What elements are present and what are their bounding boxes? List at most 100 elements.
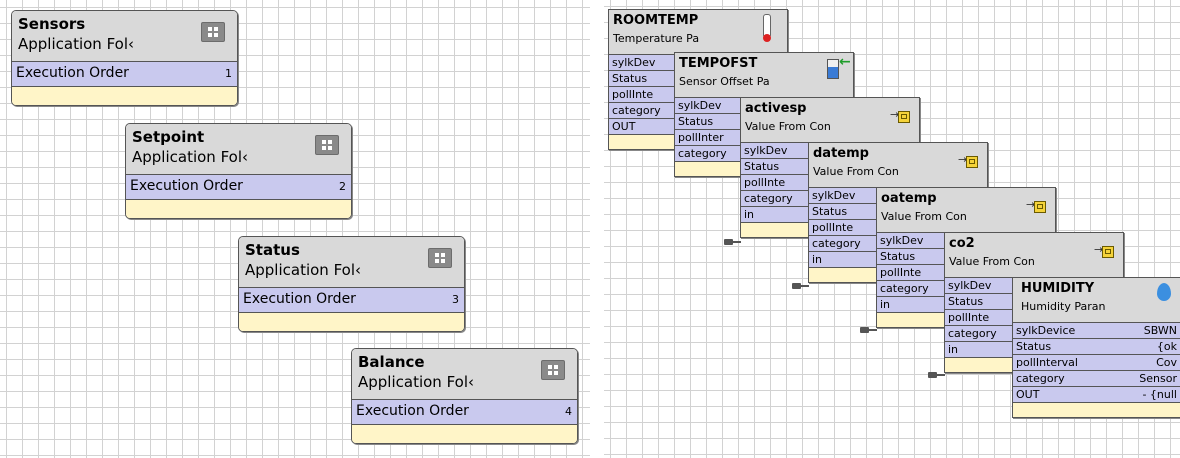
slot-label: Status — [744, 160, 780, 173]
execution-order-value: 3 — [452, 293, 459, 306]
block-title: datemp — [813, 146, 869, 161]
thermometer-icon — [763, 14, 771, 42]
block-title: activesp — [745, 101, 807, 116]
block-title: oatemp — [881, 191, 937, 206]
block-header[interactable]: HUMIDITY Humidity Paran — [1013, 278, 1180, 323]
input-pin[interactable] — [928, 372, 945, 378]
block-title: Status — [245, 241, 300, 259]
slot-label: pollInte — [744, 176, 786, 189]
output-slot-row[interactable]: OUT - {null — [1013, 387, 1180, 403]
wiresheet-canvas-left[interactable]: Sensors Application Fol‹ Execution Order… — [0, 0, 590, 458]
block-title: HUMIDITY — [1021, 281, 1095, 296]
slot-label: sylkDev — [880, 234, 924, 247]
execution-order-value: 1 — [225, 67, 232, 80]
block-title: Setpoint — [132, 128, 205, 146]
block-header[interactable]: oatemp Value From Con → — [877, 188, 1055, 233]
slot-value: Cov — [1156, 356, 1177, 369]
folder-block-balance[interactable]: Balance Application Fol‹ Execution Order… — [351, 348, 578, 444]
slot-label: in — [948, 343, 959, 356]
execution-order-value: 4 — [565, 405, 572, 418]
slot-label: category — [1016, 372, 1065, 385]
input-pin[interactable] — [860, 327, 877, 333]
slot-label: pollInte — [948, 311, 990, 324]
slot-label: OUT — [612, 120, 636, 133]
execution-order-row[interactable]: Execution Order 4 — [352, 400, 577, 425]
block-header[interactable]: ROOMTEMP Temperature Pa — [609, 10, 787, 55]
slot-label: OUT — [1016, 388, 1040, 401]
folder-icon — [428, 248, 452, 268]
block-footer — [1013, 403, 1180, 417]
folder-block-sensors[interactable]: Sensors Application Fol‹ Execution Order… — [11, 10, 238, 106]
slot-row[interactable]: pollInterval Cov — [1013, 355, 1180, 371]
execution-order-value: 2 — [339, 180, 346, 193]
slot-label: sylkDev — [812, 189, 856, 202]
execution-order-label: Execution Order — [356, 403, 469, 419]
slot-label: sylkDev — [612, 56, 656, 69]
value-from-constant-icon: → — [957, 151, 979, 171]
slot-label: Status — [678, 115, 714, 128]
block-header[interactable]: co2 Value From Con → — [945, 233, 1123, 278]
block-title: ROOMTEMP — [613, 13, 699, 28]
wiresheet-canvas-right[interactable]: ROOMTEMP Temperature Pa sylkDev Status p… — [604, 0, 1180, 458]
slot-label: Status — [812, 205, 848, 218]
slot-row[interactable]: sylkDevice SBWN — [1013, 323, 1180, 339]
block-type-label: Value From Con — [881, 210, 967, 223]
execution-order-row[interactable]: Execution Order 2 — [126, 175, 351, 200]
slot-label: Status — [948, 295, 984, 308]
slot-label: category — [948, 327, 997, 340]
slot-label: category — [812, 237, 861, 250]
water-drop-icon — [1157, 283, 1171, 301]
slot-label: sylkDev — [744, 144, 788, 157]
slot-label: in — [744, 208, 755, 221]
slot-label: category — [744, 192, 793, 205]
slot-label: pollInterval — [1016, 356, 1078, 369]
block-type-label: Application Fol‹ — [18, 35, 135, 53]
slot-label: pollInte — [812, 221, 854, 234]
block-type-label: Humidity Paran — [1021, 300, 1106, 313]
slot-value: Sensor — [1139, 372, 1177, 385]
slot-label: in — [880, 298, 891, 311]
block-header[interactable]: Setpoint Application Fol‹ — [126, 124, 351, 175]
execution-order-label: Execution Order — [16, 65, 129, 81]
slot-label: Status — [612, 72, 648, 85]
folder-block-setpoint[interactable]: Setpoint Application Fol‹ Execution Orde… — [125, 123, 352, 219]
folder-block-status[interactable]: Status Application Fol‹ Execution Order … — [238, 236, 465, 332]
value-from-constant-icon: → — [1093, 241, 1115, 261]
input-pin[interactable] — [792, 283, 809, 289]
slot-label: sylkDev — [678, 99, 722, 112]
block-footer — [352, 425, 577, 443]
block-header[interactable]: datemp Value From Con → — [809, 143, 987, 188]
block-title: Sensors — [18, 15, 86, 33]
slot-value: SBWN — [1143, 324, 1177, 337]
block-header[interactable]: Status Application Fol‹ — [239, 237, 464, 288]
block-header[interactable]: TEMPOFST Sensor Offset Pa — [675, 53, 853, 98]
execution-order-label: Execution Order — [130, 178, 243, 194]
slot-label: in — [812, 253, 823, 266]
slot-row[interactable]: category Sensor — [1013, 371, 1180, 387]
slot-label: sylkDevice — [1016, 324, 1076, 337]
value-from-constant-icon: → — [1025, 196, 1047, 216]
block-type-label: Value From Con — [745, 120, 831, 133]
slot-label: Status — [880, 250, 916, 263]
execution-order-row[interactable]: Execution Order 1 — [12, 62, 237, 87]
folder-icon — [315, 135, 339, 155]
block-type-label: Value From Con — [949, 255, 1035, 268]
input-pin[interactable] — [724, 239, 741, 245]
block-header[interactable]: activesp Value From Con → — [741, 98, 919, 143]
block-footer — [239, 313, 464, 331]
block-footer — [12, 87, 237, 105]
slot-value: - {null — [1142, 388, 1177, 401]
slot-label: Status — [1016, 340, 1052, 353]
block-type-label: Sensor Offset Pa — [679, 75, 770, 88]
block-type-label: Value From Con — [813, 165, 899, 178]
block-header[interactable]: Balance Application Fol‹ — [352, 349, 577, 400]
slot-label: category — [612, 104, 661, 117]
execution-order-row[interactable]: Execution Order 3 — [239, 288, 464, 313]
block-type-label: Temperature Pa — [613, 32, 700, 45]
block-title: co2 — [949, 236, 975, 251]
block-header[interactable]: Sensors Application Fol‹ — [12, 11, 237, 62]
component-block-humidity[interactable]: HUMIDITY Humidity Paran sylkDevice SBWN S… — [1012, 277, 1180, 418]
slot-row[interactable]: Status{ok — [1013, 339, 1180, 355]
execution-order-label: Execution Order — [243, 291, 356, 307]
block-title: Balance — [358, 353, 425, 371]
